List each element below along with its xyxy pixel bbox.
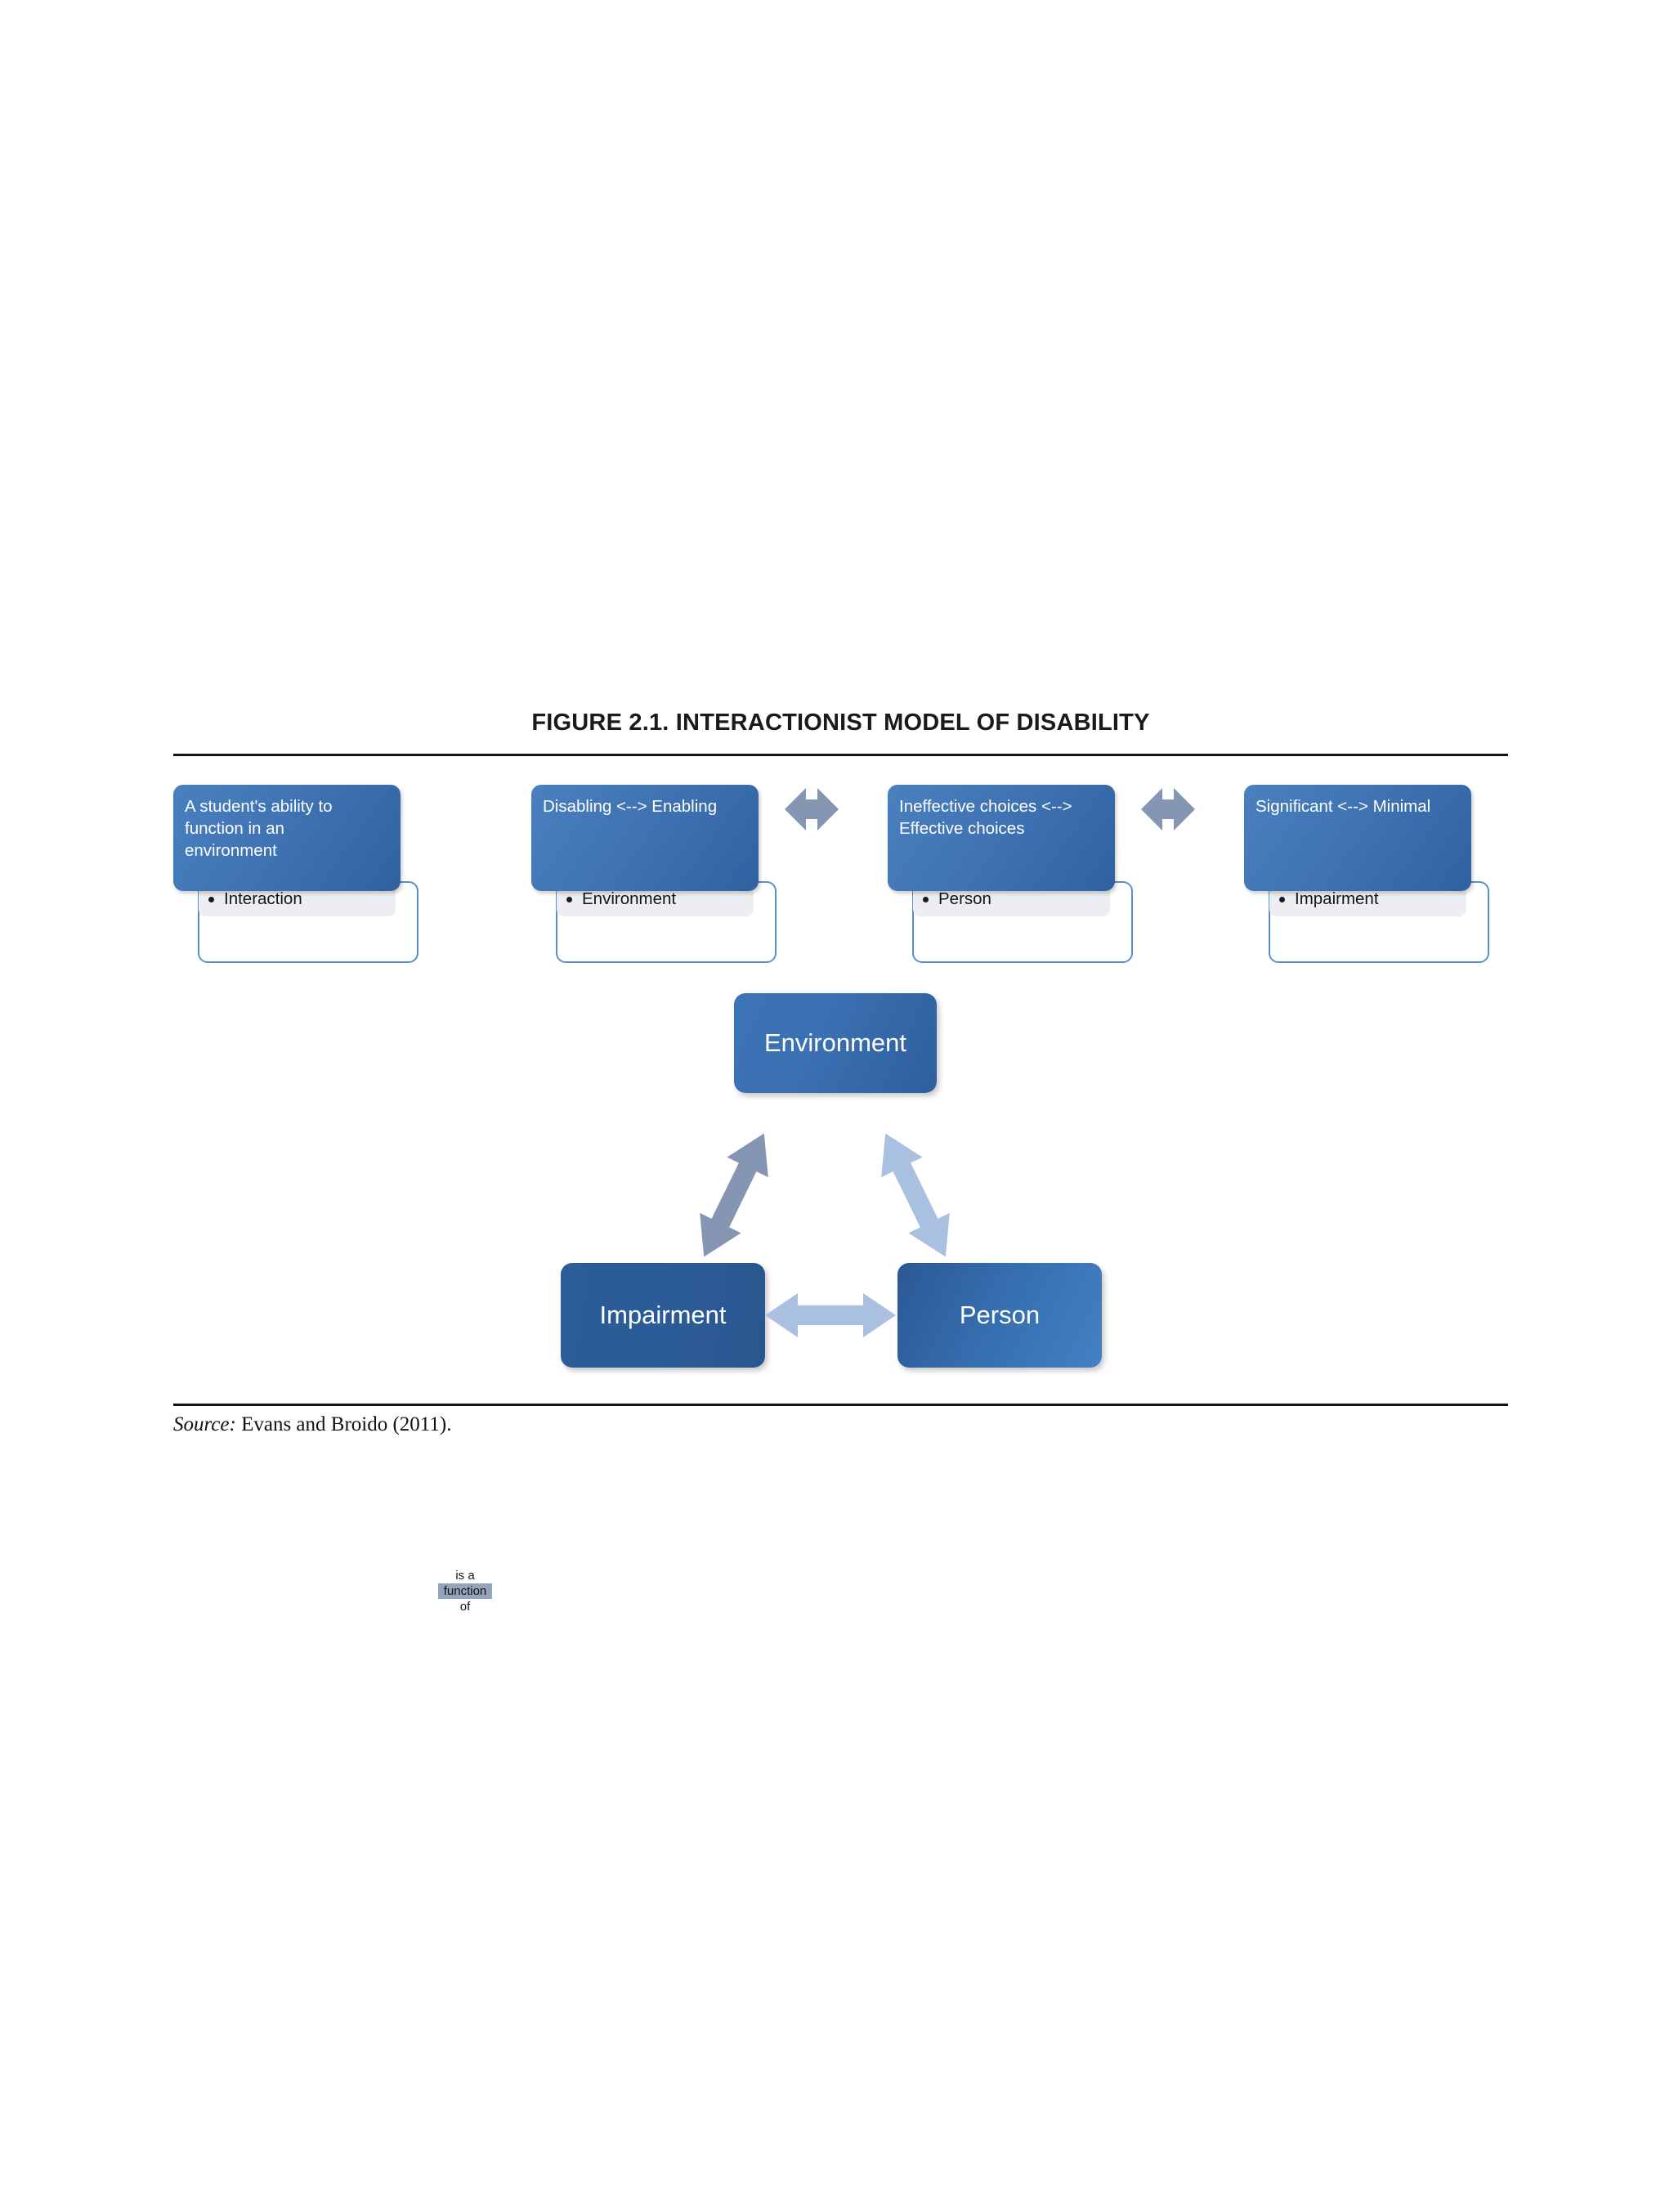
card-sub-environment: Environment — [556, 881, 777, 963]
card-group-environment: Environment Disabling <--> Enabling — [531, 785, 777, 965]
fn-line-2: function — [438, 1583, 492, 1599]
node-person-label: Person — [959, 1301, 1041, 1329]
card-head-label-impairment: Significant <--> Minimal — [1256, 797, 1431, 816]
figure-bottom-rule — [173, 1404, 1508, 1406]
card-head-label-person: Ineffective choices <--> Effective choic… — [899, 797, 1072, 838]
is-a-function-of-connector: is a function of — [438, 1568, 492, 1614]
card-head-impairment: Significant <--> Minimal — [1244, 785, 1471, 891]
node-impairment: Impairment — [561, 1263, 765, 1368]
double-headed-arrow-icon-2 — [1141, 786, 1195, 832]
source-label: Source: — [173, 1413, 236, 1435]
card-sub-person: Person — [912, 881, 1133, 963]
card-head-label-interaction: A student's ability to function in an en… — [185, 797, 333, 860]
double-headed-arrow-icon-1 — [785, 786, 839, 832]
bullet-icon — [1279, 896, 1285, 902]
diagonal-double-arrow-icon-env-impairment — [685, 1122, 783, 1269]
interactionist-model-diagram: Interaction A student's ability to funct… — [0, 760, 1674, 1614]
card-bullet-label-environment: Environment — [582, 889, 677, 908]
figure-top-rule — [173, 754, 1508, 756]
node-environment: Environment — [734, 993, 937, 1093]
card-bullet-label-person: Person — [938, 889, 991, 908]
bullet-icon — [923, 896, 929, 902]
card-group-person: Person Ineffective choices <--> Effectiv… — [888, 785, 1133, 965]
card-head-label-environment: Disabling <--> Enabling — [543, 797, 718, 816]
node-person: Person — [897, 1263, 1102, 1368]
card-head-interaction: A student's ability to function in an en… — [173, 785, 401, 891]
card-bullet-label-interaction: Interaction — [224, 889, 302, 908]
bullet-icon — [208, 896, 214, 902]
card-sub-interaction: Interaction — [198, 881, 418, 963]
diagonal-double-arrow-icon-env-person — [866, 1122, 965, 1269]
fn-line-3: of — [459, 1600, 471, 1614]
horizontal-double-arrow-icon-impairment-person — [765, 1290, 896, 1341]
card-bullet-label-impairment: Impairment — [1295, 889, 1379, 908]
fn-line-1: is a — [455, 1569, 475, 1583]
card-head-environment: Disabling <--> Enabling — [531, 785, 759, 891]
node-impairment-label: Impairment — [599, 1301, 727, 1329]
bullet-icon — [566, 896, 572, 902]
card-group-impairment: Impairment Significant <--> Minimal — [1244, 785, 1489, 965]
card-head-person: Ineffective choices <--> Effective choic… — [888, 785, 1115, 891]
card-sub-impairment: Impairment — [1269, 881, 1489, 963]
figure-title: FIGURE 2.1. INTERACTIONIST MODEL OF DISA… — [531, 710, 1150, 736]
card-group-interaction: Interaction A student's ability to funct… — [173, 785, 418, 965]
node-environment-label: Environment — [763, 1028, 907, 1057]
source-text: Evans and Broido (2011). — [235, 1413, 452, 1435]
source-note: Source: Evans and Broido (2011). — [173, 1413, 451, 1436]
